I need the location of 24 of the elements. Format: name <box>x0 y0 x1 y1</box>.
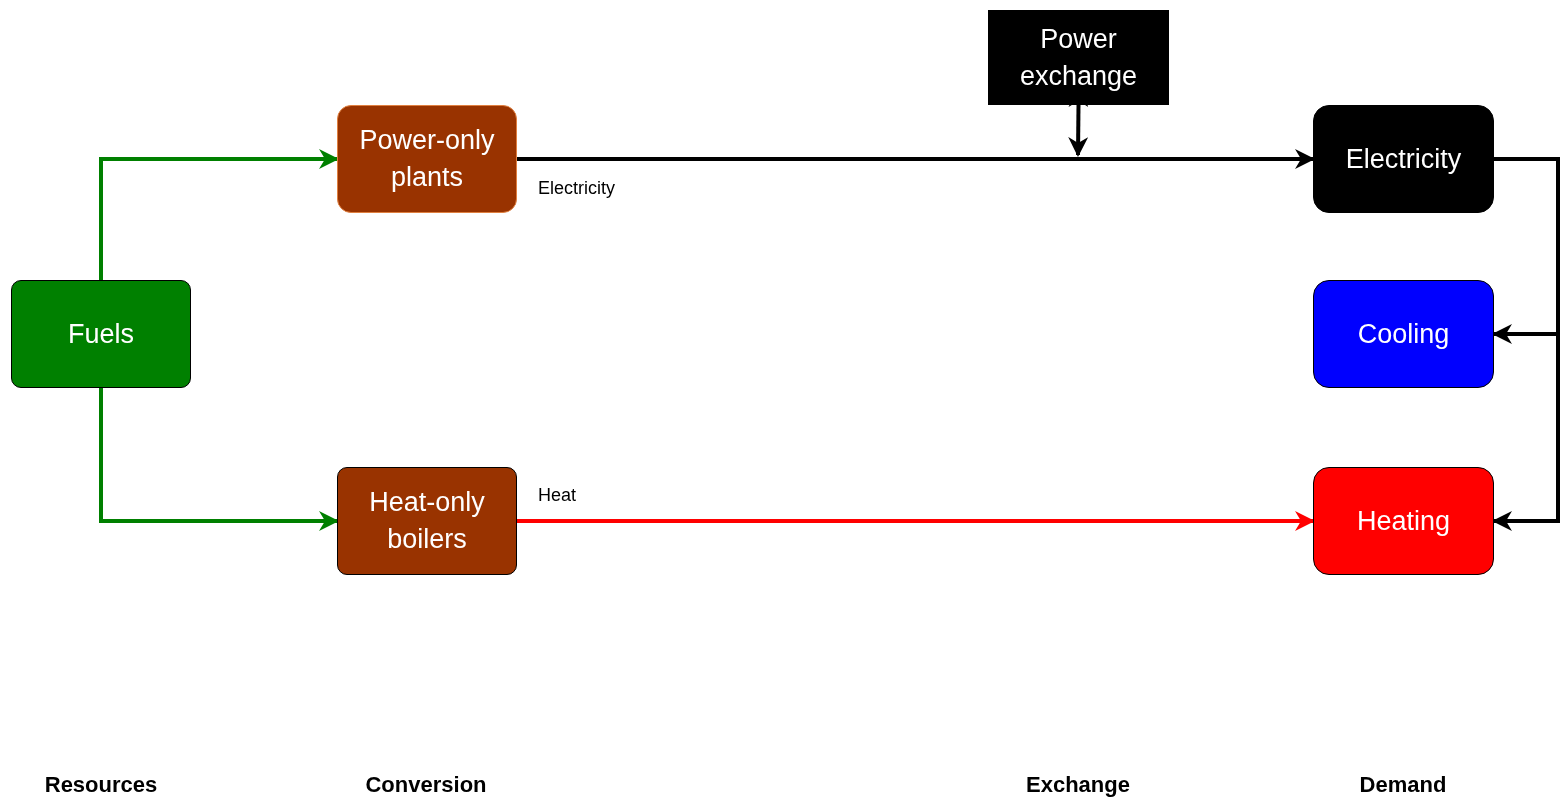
box-label: Fuels <box>68 317 134 351</box>
arrow <box>1492 157 1560 531</box>
box-label: Heat-only boilers <box>368 486 486 556</box>
column-heading: Conversion <box>365 772 487 798</box>
box-label: Cooling <box>1357 317 1450 351</box>
edge-label: Electricity <box>537 178 616 199</box>
arrow <box>517 511 1315 531</box>
process-box <box>1313 467 1494 575</box>
box-label: Heating <box>1356 504 1451 538</box>
arrow <box>517 149 1315 169</box>
box-label: Power exchange <box>1018 22 1139 93</box>
box-label: Power-only plants <box>358 124 496 194</box>
arrow <box>99 388 339 531</box>
process-box <box>988 10 1169 105</box>
column-heading: Demand <box>1359 772 1447 798</box>
process-box <box>1313 105 1494 213</box>
process-box <box>337 105 517 213</box>
process-box <box>1313 280 1494 388</box>
process-box <box>11 280 191 388</box>
box-label: Electricity <box>1345 142 1462 176</box>
column-heading: Resources <box>44 772 158 798</box>
arrow <box>99 149 339 280</box>
column-heading: Exchange <box>1026 772 1130 798</box>
process-box <box>337 467 517 575</box>
